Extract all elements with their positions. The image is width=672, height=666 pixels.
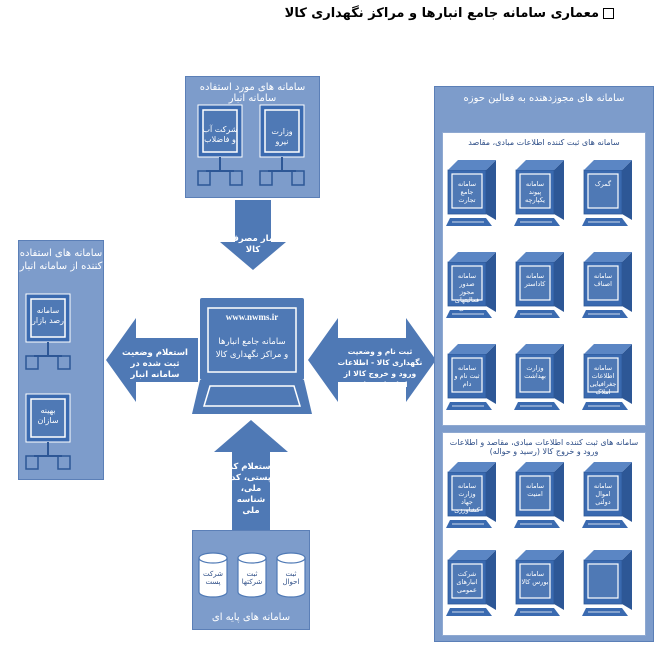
computer-icon (582, 344, 632, 410)
central-laptop-icon (192, 298, 312, 414)
computer-icon (446, 160, 496, 226)
computer-water-company: شرکت آب و فاضلاب (196, 103, 246, 193)
computer-label: سامانه اموال دولتی (593, 482, 613, 506)
group-2-computer: سامانه بورس کالا (514, 550, 566, 622)
checkbox-bullet-icon (603, 8, 614, 19)
group-1-computer: وزارت بهداشت (514, 344, 566, 416)
page-title: معماری سامانه جامع انبارها و مراکز نگهدا… (285, 6, 614, 21)
computer-label: سامانه پیوند یکپارچه (525, 180, 545, 204)
computer-icon (582, 252, 632, 318)
database-label: شرکت پست (203, 570, 223, 586)
computer-label: سامانه جامع تجارت (457, 180, 477, 204)
database-icon (276, 552, 306, 598)
group-2-computer: سامانه وزارت جهاد کشاورزی (446, 462, 498, 534)
left-panel-title: سامانه های استفاده کننده از سامانه انبار (19, 248, 103, 272)
computer-ministry-energy: وزارت نیرو (258, 103, 308, 193)
computer-label: سامانه کاداستر (524, 272, 546, 288)
top-arrow-label: آمار مصرف کالا (228, 234, 278, 255)
computer-icon (514, 462, 564, 528)
group-1-computer: سامانه کاداستر (514, 252, 566, 324)
group-1-computer: سامانه ثبت نام و دام (446, 344, 498, 416)
left-arrow (106, 318, 198, 402)
group-1-computer: گمرک (582, 160, 634, 232)
group-2-computer (582, 550, 634, 622)
top-panel-title: سامانه های مورد استفاده سامانه انبار (199, 82, 306, 104)
central-line-1: سامانه جامع انبارها (218, 337, 286, 347)
computer-market: سامانه رصد بازار (24, 292, 74, 382)
database-post: شرکت پست (198, 552, 228, 600)
computer-optimizers: بهینه سازان (24, 392, 74, 482)
computer-label: سامانه اطلاعات جغرافیایی املاک (589, 364, 617, 396)
computer-label: وزارت بهداشت (524, 364, 546, 380)
up-arrow-bottom (214, 420, 288, 534)
database-icon (198, 552, 228, 598)
bottom-panel-title: سامانه های پایه ای (211, 612, 291, 623)
group-2-computer: سامانه اموال دولتی (582, 462, 634, 534)
group-1-computer: سامانه جامع تجارت (446, 160, 498, 232)
computer-label: سامانه ثبت نام و دام (454, 364, 480, 388)
group-1-computer: سامانه پیوند یکپارچه (514, 160, 566, 232)
computer-icon (514, 252, 564, 318)
computer-icon (25, 293, 71, 370)
right-arrow-label: ثبت نام و وضعیت نگهداری کالا - اطلاعات و… (337, 347, 423, 389)
computer-icon (514, 550, 564, 616)
central-url: www.nwms.ir (225, 312, 279, 322)
group-1-computer: سامانه اصناف (582, 252, 634, 324)
computer-icon (25, 393, 71, 470)
computer-label: سامانه اصناف (593, 272, 613, 288)
computer-label: سامانه صدور مجوز فعالیتهای صنفی (454, 272, 480, 312)
title-text: معماری سامانه جامع انبارها و مراکز نگهدا… (284, 6, 599, 21)
database-label: ثبت شرکتها (241, 570, 263, 586)
computer-icon (259, 104, 305, 186)
central-system-name: سامانه جامع انبارها و مراکز نگهداری کالا (208, 336, 296, 362)
computer-icon (446, 344, 496, 410)
group-1-computer: سامانه اطلاعات جغرافیایی املاک (582, 344, 634, 416)
down-arrow-top (220, 200, 286, 270)
double-arrow-right (308, 318, 436, 402)
computer-icon (446, 252, 496, 318)
computer-label: گمرک (594, 180, 612, 188)
computer-icon (446, 462, 496, 528)
computer-icon (446, 550, 496, 616)
computer-label: وزارت نیرو (271, 127, 293, 146)
computer-icon (197, 104, 243, 186)
database-civil-registry: ثبت احوال (276, 552, 306, 600)
group-1-computer: سامانه صدور مجوز فعالیتهای صنفی (446, 252, 498, 324)
group-1-title: سامانه های ثبت کننده اطلاعات مبادی، مقاص… (468, 138, 620, 147)
computer-label: شرکت آب و فاضلاب (202, 125, 238, 144)
group-2-title: سامانه های ثبت کننده اطلاعات مبادی، مقاص… (449, 438, 639, 456)
database-companies: ثبت شرکتها (237, 552, 267, 600)
computer-label: شرکت انبارهای عمومی (456, 570, 478, 594)
group-2-computer: سامانه امنیت (514, 462, 566, 534)
bottom-arrow-label: استعلام کد پستی، کد ملی، شناسه ملی (228, 462, 274, 516)
central-line-2: و مراکز نگهداری کالا (215, 350, 289, 360)
computer-label: بهینه سازان (37, 406, 59, 425)
computer-icon (582, 160, 632, 226)
computer-label: سامانه رصد بازار (31, 306, 64, 325)
computer-icon (582, 550, 632, 616)
right-panel-title: سامانه های مجوزدهنده به فعالین حوزه (463, 93, 625, 104)
database-label: ثبت احوال (282, 570, 300, 586)
database-icon (237, 552, 267, 598)
group-2-computer: شرکت انبارهای عمومی (446, 550, 498, 622)
left-arrow-label: استعلام وضعیت ثبت شده در سامانه انبار (122, 348, 188, 380)
computer-label: سامانه امنیت (525, 482, 545, 498)
computer-icon (514, 344, 564, 410)
computer-icon (582, 462, 632, 528)
computer-label: سامانه بورس کالا (521, 570, 549, 586)
computer-icon (514, 160, 564, 226)
computer-label: سامانه وزارت جهاد کشاورزی (454, 482, 480, 514)
